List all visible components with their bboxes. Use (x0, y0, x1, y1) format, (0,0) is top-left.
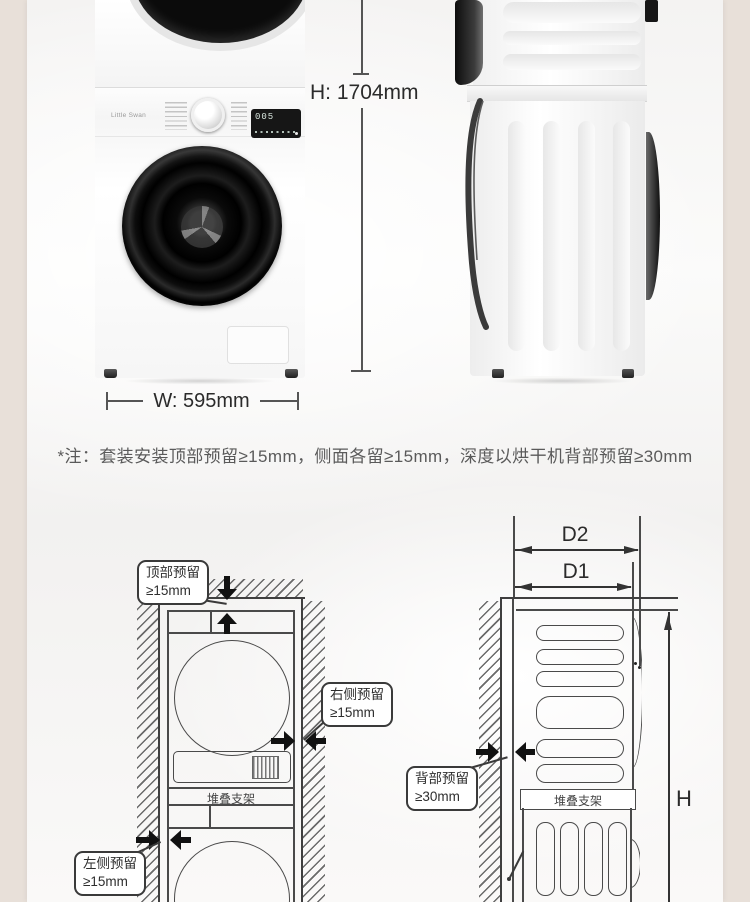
bracket-strip: 堆叠支架 (520, 789, 636, 810)
bracket-label: 堆叠支架 (553, 794, 602, 808)
width-label: W: 595mm (153, 390, 250, 412)
right-wall-hatch (303, 601, 325, 902)
left-wall (158, 597, 160, 902)
washer-side-groove (578, 121, 595, 351)
dryer-side-groove (503, 31, 641, 45)
washer-foot-left (104, 369, 117, 378)
arrow-left-icon (167, 830, 181, 850)
washer-control-panel: Little Swan 005 (95, 94, 305, 138)
dryer-side-groove (503, 2, 641, 23)
dryer-front-panel (95, 0, 305, 89)
h-label: H (676, 786, 692, 811)
front-view-shadow (92, 376, 308, 386)
right-wall (301, 597, 303, 902)
brand-logo: Little Swan (111, 112, 147, 119)
washer-door-edge (646, 132, 660, 300)
washer-side-panel (470, 101, 645, 376)
dryer-top-trim (645, 0, 658, 22)
washer-side-groove (543, 121, 560, 351)
arrow-right-icon (488, 742, 502, 762)
side-top-wall (500, 597, 678, 599)
back-wall (500, 597, 502, 902)
left-clearance-callout: 左侧预留 ≥15mm (74, 851, 146, 896)
service-flap (227, 326, 289, 364)
arrow-left-icon (512, 742, 526, 762)
dryer-door-outline (174, 640, 290, 756)
arrow-up-icon (217, 610, 237, 624)
top-clearance-callout: 顶部预留 ≥15mm (137, 560, 209, 605)
dryer-side-groove (503, 54, 641, 70)
installation-note: *注：套装安装顶部预留≥15mm，侧面各留≥15mm，深度以烘干机背部预留≥30… (57, 447, 693, 466)
washer-door (122, 146, 282, 306)
display-indicator-dot (295, 132, 298, 135)
height-label: H: 1704mm (310, 81, 419, 104)
washer-foot-right (285, 369, 298, 378)
drum-hub (181, 206, 223, 248)
washer-front-panel: Little Swan 005 (95, 88, 305, 378)
side-foot-left (492, 369, 504, 378)
arrow-down-icon (217, 589, 237, 603)
arrow-left-icon (302, 731, 316, 751)
back-clearance-callout: 背部预留 ≥30mm (406, 766, 478, 811)
program-labels-left (165, 102, 187, 130)
washer-door-arc (631, 839, 640, 888)
dryer-door-edge (455, 0, 483, 85)
vent-grill (252, 756, 279, 779)
side-view-shadow (462, 376, 662, 386)
washer-side-groove (613, 121, 630, 351)
display-icon-row (255, 130, 297, 133)
bracket-label: 堆叠支架 (206, 792, 255, 806)
appliance-back-line (512, 599, 514, 902)
d2-label: D2 (561, 523, 589, 546)
dryer-drawer-outline (173, 751, 291, 783)
arrow-right-icon (149, 830, 163, 850)
dryer-door-arc (633, 617, 642, 769)
left-wall-hatch (137, 601, 158, 902)
side-foot-right (622, 369, 634, 378)
dryer-side-panel (473, 0, 645, 86)
display-panel: 005 (251, 109, 301, 138)
right-clearance-callout: 右侧预留 ≥15mm (321, 682, 393, 727)
arrow-right-icon (284, 731, 298, 751)
drain-hose (465, 98, 489, 330)
program-labels-right (231, 102, 247, 130)
display-digits: 005 (255, 112, 275, 122)
washer-side-groove (508, 121, 525, 351)
program-knob (191, 98, 225, 132)
d1-label: D1 (562, 560, 590, 583)
